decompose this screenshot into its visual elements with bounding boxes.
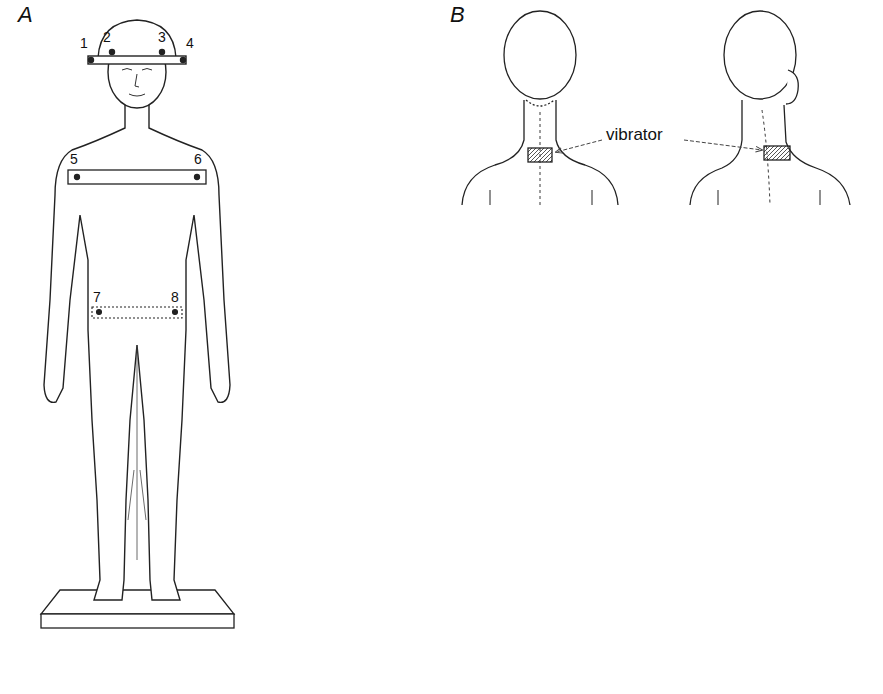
vibrator-device [764,146,790,160]
hip-plate [92,307,182,318]
callout-number: 2 [103,30,111,44]
callout-number: 6 [194,152,202,166]
callout-number: 4 [186,36,194,50]
callout-number: 5 [70,152,78,166]
force-platform [41,590,234,628]
callout-number: 8 [171,290,179,304]
human-figure [44,100,230,600]
vibrator-device [528,148,552,162]
panel-letter: A [18,4,33,26]
helmet [88,20,186,64]
shoulder-plate [68,170,206,184]
panel-letter: B [450,4,465,26]
leg-line [128,345,146,560]
part-label: vibrator [606,126,663,143]
head-oblique-view [690,11,850,205]
callout-number: 3 [158,30,166,44]
head-back-view [462,11,618,205]
face [122,69,152,97]
callout-number: 7 [93,290,101,304]
callout-number: 1 [80,36,88,50]
